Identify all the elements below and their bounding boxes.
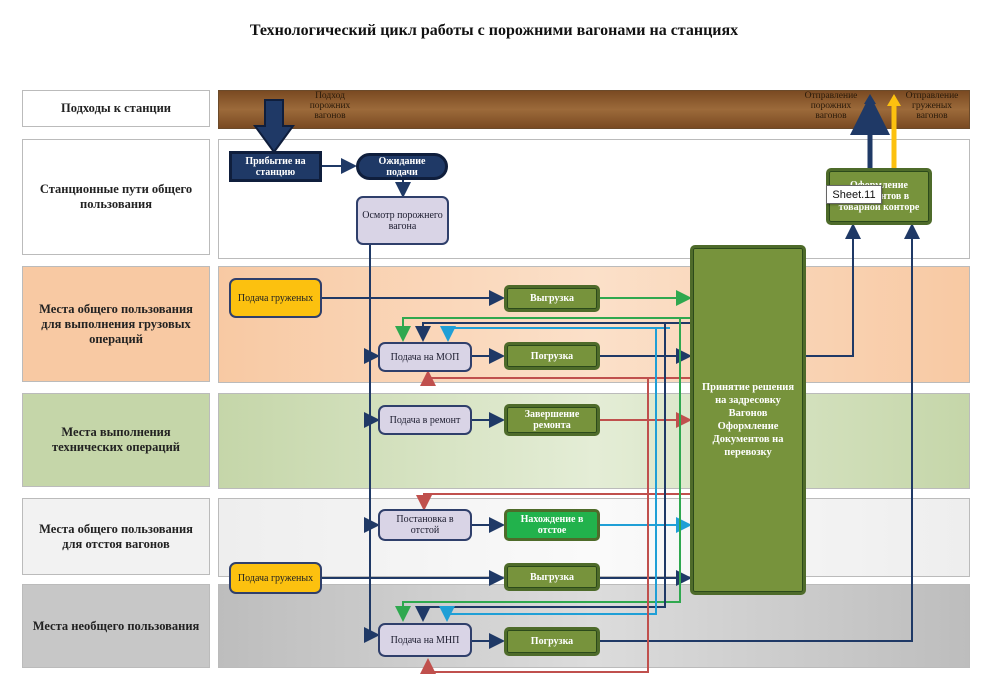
lane-label-non-public: Места необщего пользования [22,584,210,668]
node-arrival: Прибытие на станцию [229,151,322,182]
approach-label: Подход порожних вагонов [309,91,351,121]
node-unloading-1: Выгрузка [504,285,600,312]
lane-label-station-tracks: Станционные пути общего пользования [22,139,210,255]
lane-label-technical-operations: Места выполнения технических операций [22,393,210,487]
lane-body-approaches [218,90,970,129]
node-feed-mop: Подача на МОП [378,342,472,372]
lane-label-storage: Места общего пользования для отстоя ваго… [22,498,210,575]
node-loading-2: Погрузка [504,627,600,656]
shape-tooltip: Sheet.11 [826,185,882,204]
incoming-arrow [253,99,295,154]
node-feed-mnp: Подача на МНП [378,623,472,657]
node-loading-1: Погрузка [504,342,600,370]
node-storage-placement: Постановка в отстой [378,509,472,541]
departure-loaded-label: Отправление груженых вагонов [905,91,959,121]
node-waiting: Ожидание подачи [356,153,448,180]
node-in-storage: Нахождение в отстое [504,509,600,541]
node-decision: Принятие решения на задресовку Вагонов О… [690,245,806,595]
node-feed-repair: Подача в ремонт [378,405,472,435]
lane-label-approaches: Подходы к станции [22,90,210,127]
lane-label-cargo-operations: Места общего пользования для выполнения … [22,266,210,382]
node-loaded-feed-2: Подача груженых [229,562,322,594]
page-title: Технологический цикл работы с порожними … [249,22,739,39]
node-inspection: Осмотр порожнего вагона [356,196,449,245]
node-repair-complete: Завершение ремонта [504,404,600,436]
departure-empty-label: Отправление порожних вагонов [804,91,858,121]
node-loaded-feed-1: Подача груженых [229,278,322,318]
node-unloading-2: Выгрузка [504,563,600,591]
